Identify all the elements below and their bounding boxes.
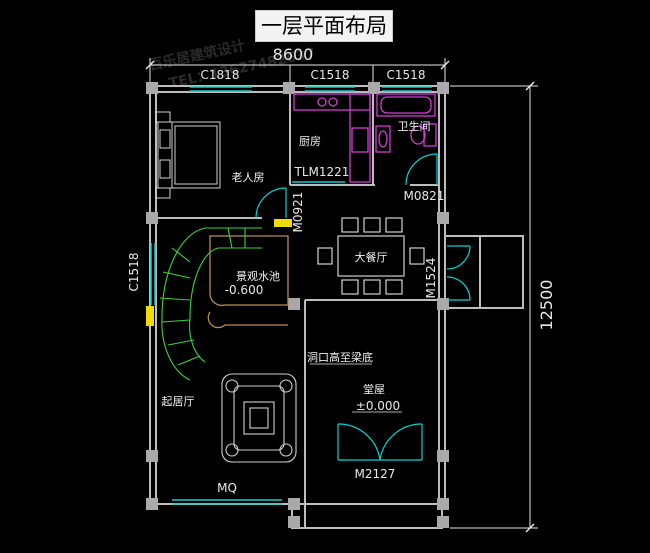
room-label-elder-bedroom: 老人房: [232, 171, 265, 184]
room-label-hall: 堂屋: [363, 383, 385, 396]
door-label-m0821: M0821: [404, 189, 445, 203]
columns: [146, 82, 449, 528]
room-label-dining: 大餐厅: [355, 250, 388, 264]
room-label-pond: 景观水池: [236, 270, 280, 283]
toilet-icon: [410, 123, 437, 147]
door-swing-m2127: [337, 423, 423, 461]
window-label-c1518-kitchen: C1518: [311, 68, 350, 82]
sofa-set-icon: [221, 373, 297, 463]
page-title: 一层平面布局: [255, 10, 393, 42]
windows: [150, 86, 432, 505]
room-label-bathroom: 卫生间: [398, 119, 431, 133]
pond-level-label: -0.600: [225, 283, 264, 297]
spiral-staircase-icon: [159, 227, 262, 381]
door-label-m1524: M1524: [424, 258, 438, 299]
window-label-c1518-bath: C1518: [387, 68, 426, 82]
bed-icon: [155, 111, 221, 199]
door-swing-m1524: [446, 245, 471, 301]
bathtub-icon: [376, 93, 436, 117]
pond-outline: [207, 235, 289, 329]
right-dimension: 12500: [450, 81, 556, 533]
highlight-marker-west: [146, 306, 154, 326]
overall-depth-label: 12500: [537, 280, 556, 331]
opening-note-label: 洞口高至梁底: [307, 350, 373, 364]
walls: [149, 85, 524, 529]
highlight-marker: [274, 219, 292, 227]
door-label-m0921: M0921: [291, 192, 305, 233]
window-label-c1818: C1818: [201, 68, 240, 82]
dining-table-icon: [317, 217, 425, 295]
room-label-kitchen: 厨房: [299, 135, 321, 148]
hall-level-label: ±0.000: [356, 399, 400, 413]
window-label-mq: MQ: [217, 481, 237, 495]
window-label-c1518-west: C1518: [127, 253, 141, 292]
kitchen-counter-icon: [293, 93, 371, 183]
door-swing-m0921: [255, 187, 287, 219]
door-label-tlm1221: TLM1221: [294, 165, 350, 179]
door-swing-m0821: [405, 153, 438, 186]
washbasin-icon: [375, 125, 391, 153]
top-dimension: 8600: [145, 45, 450, 90]
room-label-living: 起居厅: [162, 395, 195, 408]
overall-width-label: 8600: [273, 45, 314, 64]
door-label-m2127: M2127: [355, 467, 396, 481]
